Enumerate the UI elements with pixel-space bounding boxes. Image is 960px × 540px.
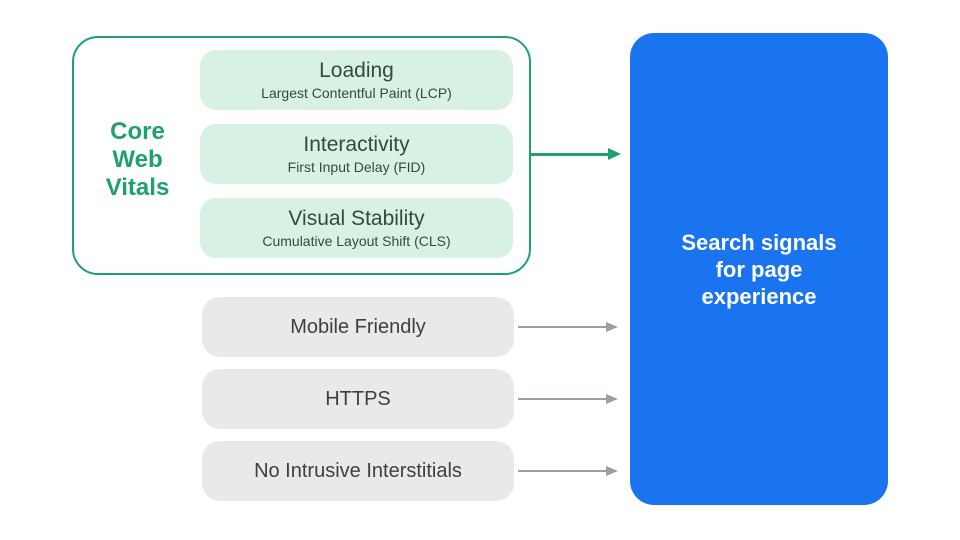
signal-label: HTTPS — [325, 387, 391, 410]
arrow-head-icon — [606, 466, 618, 476]
cwv-item-subtitle: First Input Delay (FID) — [287, 159, 426, 175]
core-web-vitals-label: Core Web Vitals — [74, 118, 201, 202]
arrow-shaft — [518, 398, 606, 400]
search-signals-label-line: for page — [715, 256, 803, 282]
search-signals-box: Search signals for page experience — [630, 33, 888, 505]
search-signals-label: Search signals for page experience — [681, 229, 836, 310]
arrow-shaft — [518, 470, 606, 472]
cwv-item-loading: Loading Largest Contentful Paint (LCP) — [200, 50, 513, 110]
arrow-shaft — [531, 152, 608, 156]
cwv-item-title: Loading — [319, 59, 394, 82]
arrow-mobile-friendly — [518, 321, 618, 333]
signal-mobile-friendly: Mobile Friendly — [202, 297, 514, 357]
cwv-item-visual-stability: Visual Stability Cumulative Layout Shift… — [200, 198, 513, 258]
core-web-vitals-label-line: Core — [110, 118, 165, 145]
core-web-vitals-label-line: Web — [112, 146, 163, 173]
cwv-item-interactivity: Interactivity First Input Delay (FID) — [200, 124, 513, 184]
cwv-item-title: Visual Stability — [288, 207, 425, 230]
signal-label: No Intrusive Interstitials — [254, 459, 462, 482]
arrow-head-icon — [606, 394, 618, 404]
cwv-item-subtitle: Largest Contentful Paint (LCP) — [261, 85, 452, 101]
core-web-vitals-group: Core Web Vitals Loading Largest Contentf… — [72, 36, 531, 275]
signal-no-intrusive-interstitials: No Intrusive Interstitials — [202, 441, 514, 501]
arrow-core-web-vitals — [531, 147, 621, 161]
arrow-no-intrusive-interstitials — [518, 465, 618, 477]
arrow-head-icon — [606, 322, 618, 332]
signal-label: Mobile Friendly — [290, 315, 426, 338]
cwv-item-subtitle: Cumulative Layout Shift (CLS) — [262, 233, 451, 249]
arrow-shaft — [518, 326, 606, 328]
search-signals-label-line: experience — [701, 283, 817, 309]
search-signals-label-line: Search signals — [681, 229, 837, 255]
arrow-https — [518, 393, 618, 405]
core-web-vitals-label-line: Vitals — [105, 174, 170, 201]
signal-https: HTTPS — [202, 369, 514, 429]
arrow-head-icon — [608, 148, 621, 160]
cwv-item-title: Interactivity — [303, 133, 410, 156]
